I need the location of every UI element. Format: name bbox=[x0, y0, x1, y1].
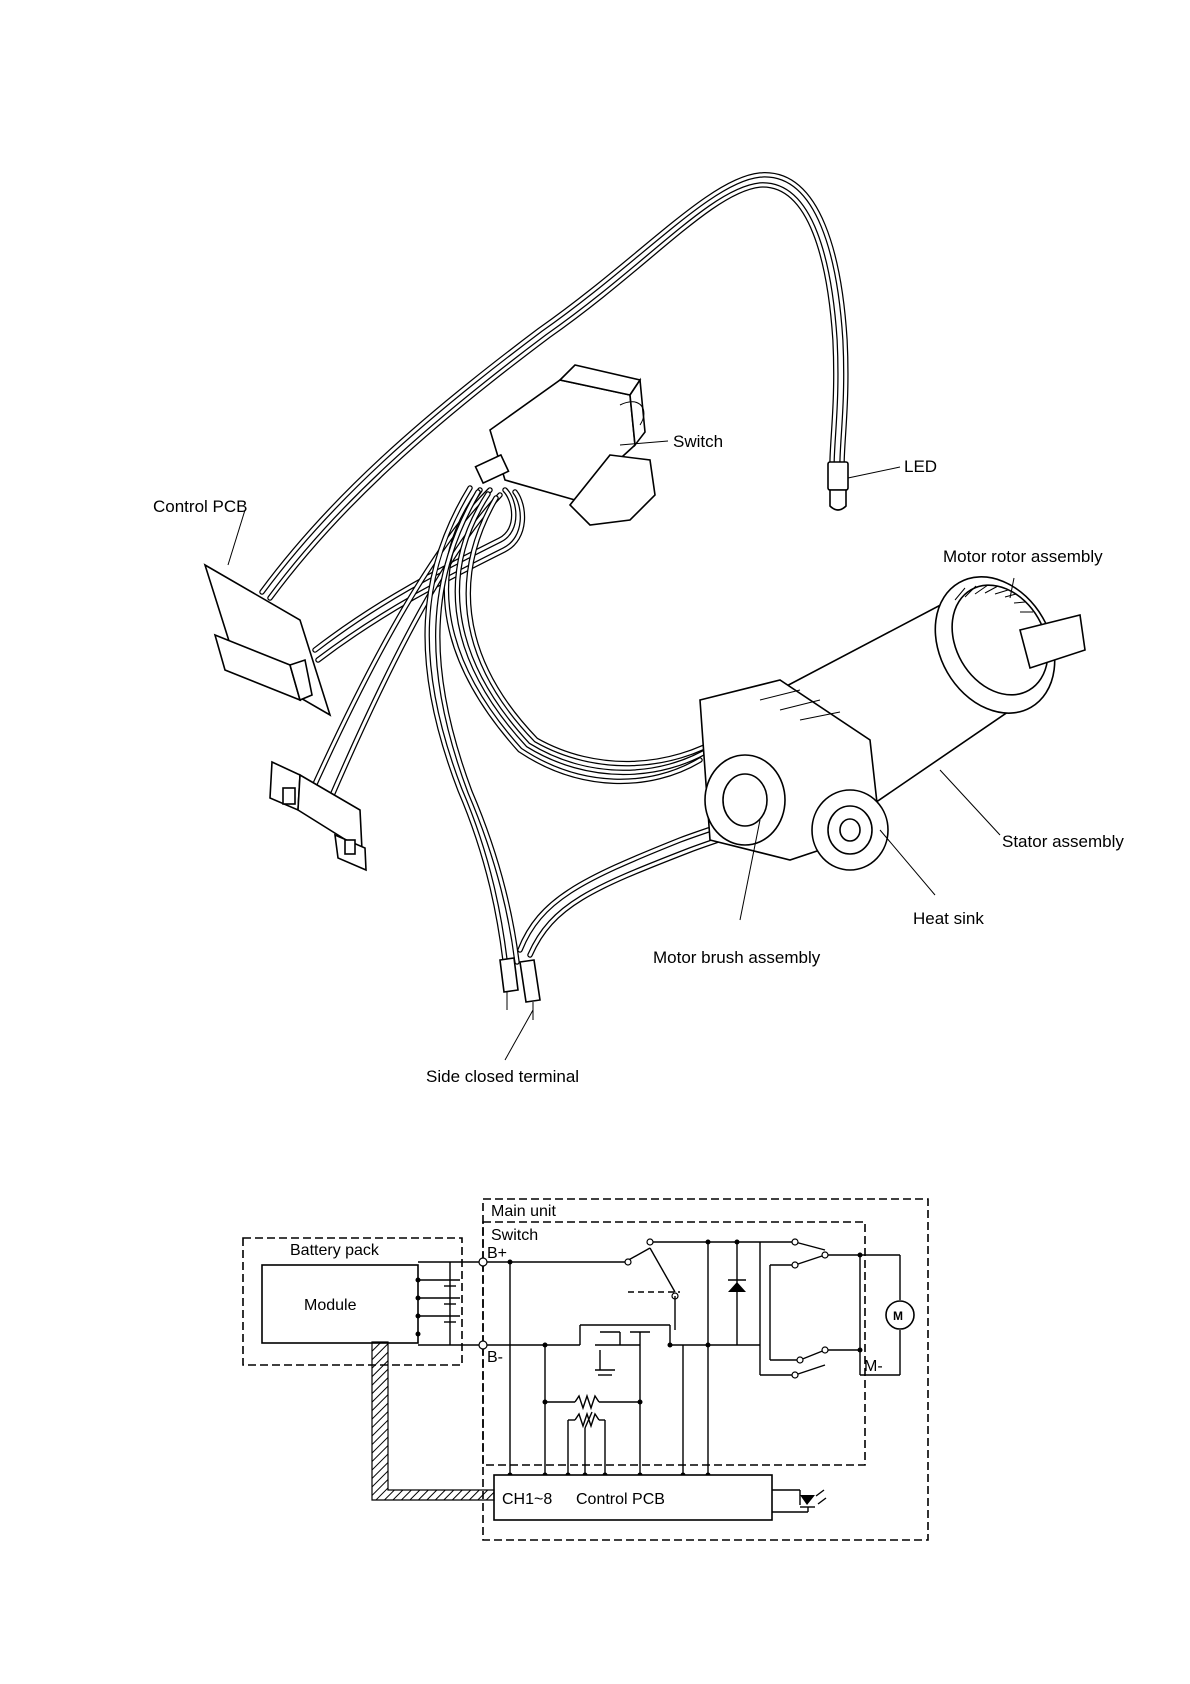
motor bbox=[700, 555, 1085, 920]
resistors bbox=[543, 1396, 643, 1475]
control-pcb bbox=[205, 510, 330, 715]
label-motor-brush-assembly: Motor brush assembly bbox=[653, 948, 821, 967]
pcb-harness bbox=[315, 490, 522, 660]
label-side-closed-terminal: Side closed terminal bbox=[426, 1067, 579, 1086]
label-heat-sink: Heat sink bbox=[913, 909, 984, 928]
label-module: Module bbox=[304, 1297, 357, 1314]
label-main-unit: Main unit bbox=[491, 1203, 556, 1220]
label-m-minus: M- bbox=[864, 1358, 883, 1375]
label-switch-box: Switch bbox=[491, 1227, 538, 1244]
svg-text:M: M bbox=[893, 1309, 903, 1323]
mosfet-pair bbox=[595, 1332, 650, 1375]
circuit-schematic: M bbox=[243, 1199, 928, 1540]
label-battery-pack: Battery pack bbox=[290, 1242, 380, 1259]
label-b-plus: B+ bbox=[487, 1245, 507, 1262]
battery-cells bbox=[416, 1262, 461, 1345]
label-motor-rotor-assembly: Motor rotor assembly bbox=[943, 547, 1103, 566]
label-led: LED bbox=[904, 457, 937, 476]
terminal-b-plus bbox=[479, 1258, 487, 1266]
terminal-b-minus bbox=[479, 1341, 487, 1349]
label-control-pcb-block: Control PCB bbox=[576, 1491, 665, 1508]
side-closed-terminal bbox=[500, 958, 540, 1060]
heat-sink bbox=[812, 790, 935, 895]
switch-boundary bbox=[483, 1222, 865, 1465]
label-stator-assembly: Stator assembly bbox=[1002, 832, 1124, 851]
led bbox=[828, 462, 900, 510]
label-switch: Switch bbox=[673, 432, 723, 451]
label-control-pcb: Control PCB bbox=[153, 497, 247, 516]
pcb-led-symbol bbox=[772, 1490, 826, 1512]
label-b-minus: B- bbox=[487, 1349, 503, 1366]
label-ch: CH1~8 bbox=[502, 1491, 552, 1508]
switch bbox=[476, 365, 668, 525]
motor-symbol: M bbox=[886, 1301, 914, 1329]
exploded-view: Switch LED Control PCB Motor rotor assem… bbox=[153, 175, 1124, 1086]
diode bbox=[728, 1242, 746, 1345]
